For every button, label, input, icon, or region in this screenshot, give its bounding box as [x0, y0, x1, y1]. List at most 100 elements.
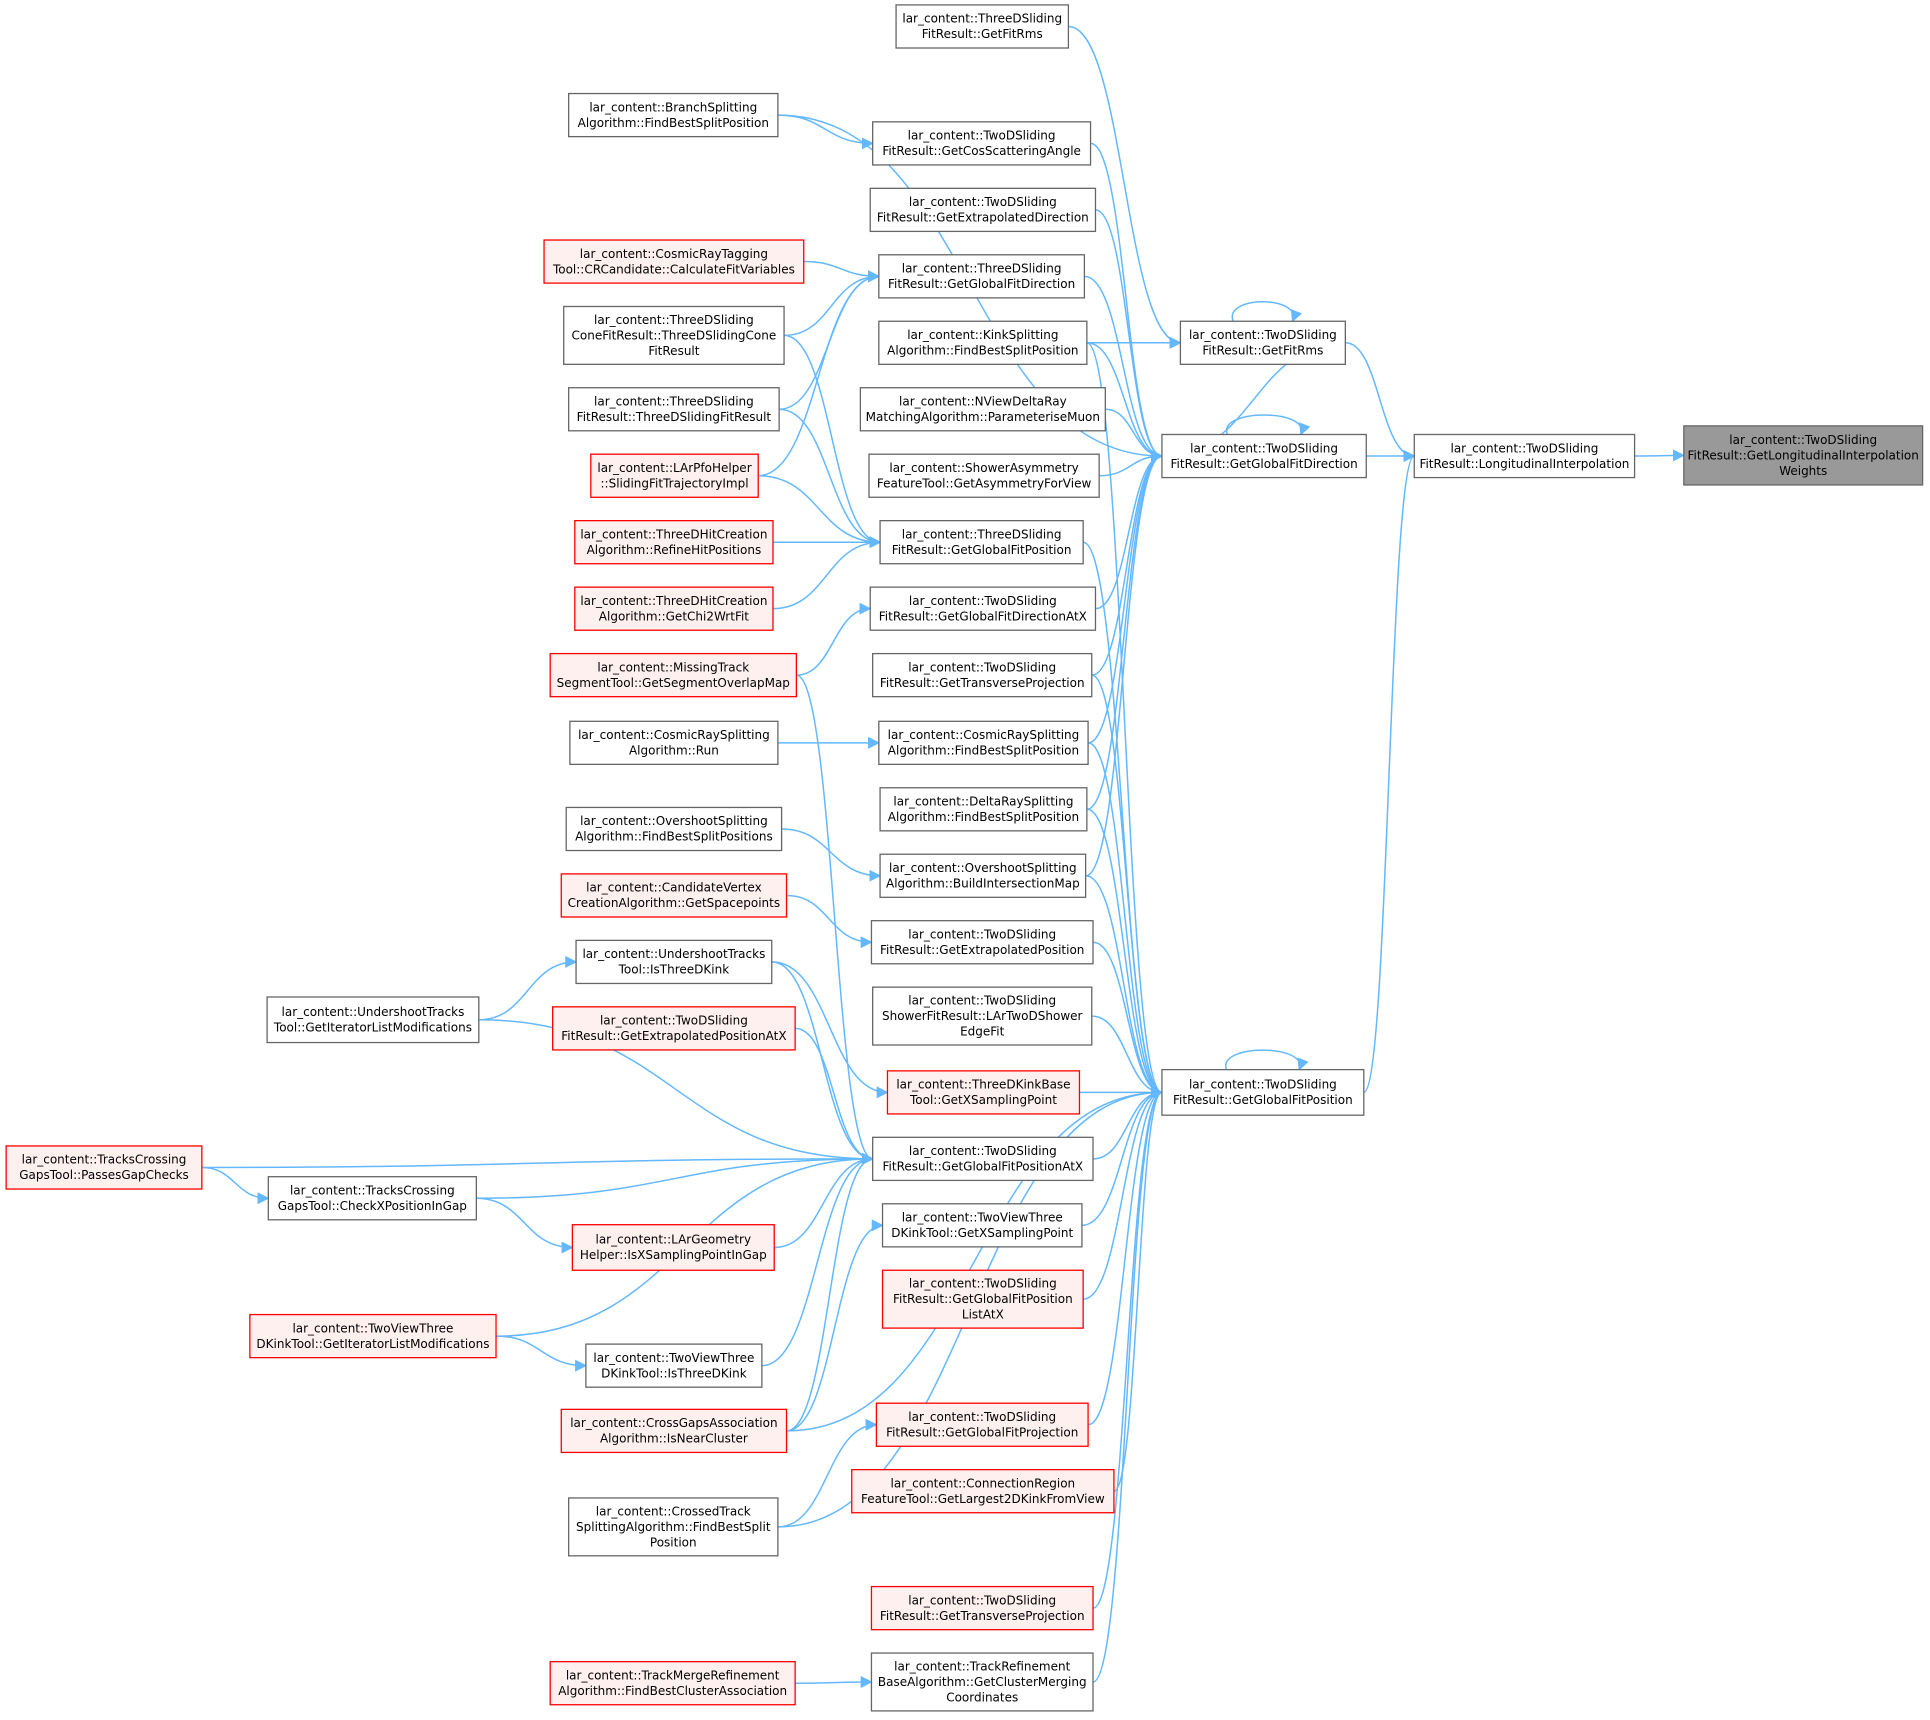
node-box	[872, 121, 1092, 166]
function-node[interactable]: lar_content::TracksCrossingGapsTool::Che…	[267, 1176, 477, 1221]
function-node[interactable]: lar_content::TwoViewThreeDKinkTool::GetI…	[249, 1313, 497, 1359]
function-node[interactable]: lar_content::TwoDSlidingShowerFitResult:…	[872, 986, 1093, 1046]
function-node[interactable]: lar_content::TwoDSlidingFitResult::GetGl…	[872, 1136, 1094, 1182]
node-label-line: FitResult::GetFitRms	[922, 27, 1043, 41]
function-node[interactable]: lar_content::OvershootSplittingAlgorithm…	[879, 853, 1087, 898]
call-edge	[779, 408, 882, 549]
node-label-line: lar_content::ConnectionRegion	[891, 1476, 1076, 1490]
call-edge	[795, 1027, 874, 1165]
function-node[interactable]: lar_content::TwoDSlidingFitResult::GetGl…	[869, 586, 1097, 631]
call-edge	[1092, 941, 1164, 1099]
node-label-line: Algorithm::FindBestClusterAssociation	[558, 1684, 787, 1698]
function-node[interactable]: lar_content::ThreeDSlidingConeFitResult:…	[563, 305, 785, 365]
function-node[interactable]: lar_content::TwoDSlidingFitResult::GetGl…	[881, 1269, 1084, 1329]
function-node[interactable]: lar_content::TwoDSlidingFitResult::GetEx…	[870, 920, 1094, 965]
function-node[interactable]: lar_content::ConnectionRegionFeatureTool…	[851, 1469, 1115, 1514]
function-node[interactable]: lar_content::ThreeDSlidingFitResult::Thr…	[568, 387, 780, 432]
function-node[interactable]: lar_content::TwoDSlidingFitResult::GetCo…	[872, 121, 1092, 166]
node-box	[267, 1176, 477, 1221]
node-box	[568, 92, 779, 138]
function-node[interactable]: lar_content::KinkSplittingAlgorithm::Fin…	[878, 320, 1088, 365]
function-node[interactable]: lar_content::TwoDSlidingFitResult::Longi…	[1413, 433, 1636, 479]
function-node[interactable]: lar_content::TwoViewThreeDKinkTool::IsTh…	[585, 1343, 763, 1388]
function-node[interactable]: lar_content::TrackMergeRefinementAlgorit…	[549, 1661, 796, 1706]
node-box	[868, 453, 1100, 498]
call-edge	[1085, 875, 1164, 1099]
function-node[interactable]: lar_content::TwoDSlidingFitResult::GetEx…	[869, 187, 1097, 233]
node-label-line: lar_content::TracksCrossing	[290, 1183, 455, 1197]
function-node[interactable]: lar_content::TwoDSlidingFitResult::GetFi…	[1179, 320, 1346, 365]
node-label-line: FitResult::GetTransverseProjection	[880, 676, 1085, 690]
node-box	[872, 986, 1093, 1046]
function-node[interactable]: lar_content::CosmicRaySplittingAlgorithm…	[569, 720, 779, 766]
node-label-line: CreationAlgorithm::GetSpacepoints	[568, 896, 780, 910]
node-box	[869, 586, 1097, 631]
node-label-line: lar_content::LArGeometry	[595, 1233, 751, 1247]
node-label-line: Algorithm::FindBestSplitPositions	[575, 830, 773, 844]
call-edge	[1226, 414, 1311, 436]
function-node[interactable]: lar_content::TwoViewThreeDKinkTool::GetX…	[881, 1203, 1083, 1248]
function-node[interactable]: lar_content::CrossedTrackSplittingAlgori…	[568, 1497, 779, 1557]
call-edge	[1095, 450, 1164, 610]
function-node[interactable]: lar_content::TrackRefinementBaseAlgorith…	[870, 1652, 1094, 1712]
call-edge	[777, 1418, 878, 1528]
node-box	[870, 920, 1094, 965]
node-label-line: lar_content::TwoDSliding	[600, 1014, 748, 1028]
call-edge	[1092, 1086, 1164, 1609]
node-box	[568, 1497, 779, 1557]
node-box	[895, 4, 1070, 49]
function-node[interactable]: lar_content::LArGeometryHelper::IsXSampl…	[571, 1224, 775, 1271]
node-label-line: FitResult::LongitudinalInterpolation	[1419, 457, 1629, 471]
node-label-line: SegmentTool::GetSegmentOverlapMap	[557, 676, 790, 690]
node-box	[574, 586, 774, 631]
function-node[interactable]: lar_content::LArPfoHelper::SlidingFitTra…	[590, 453, 759, 498]
node-box	[571, 1224, 775, 1271]
node-label-line: Algorithm::FindBestSplitPosition	[887, 344, 1078, 358]
function-node[interactable]: lar_content::CandidateVertexCreationAlgo…	[560, 873, 788, 918]
function-node[interactable]: lar_content::TwoDSlidingFitResult::GetGl…	[1161, 1068, 1365, 1116]
function-node[interactable]: lar_content::ThreeDSlidingFitResult::Get…	[879, 520, 1084, 565]
call-edge	[774, 1152, 874, 1249]
call-edge	[795, 1675, 873, 1688]
node-label-line: lar_content::ThreeDSliding	[902, 527, 1062, 541]
function-node[interactable]: lar_content::TwoDSlidingFitResult::GetGl…	[1161, 433, 1367, 479]
function-node[interactable]: lar_content::TwoDSlidingFitResult::GetTr…	[872, 652, 1093, 698]
function-node[interactable]: lar_content::CosmicRaySplittingAlgorithm…	[878, 720, 1089, 766]
node-box	[878, 320, 1088, 365]
function-node[interactable]: lar_content::UndershootTracksTool::GetIt…	[266, 996, 480, 1044]
node-label-line: FitResult::GetGlobalFitDirection	[888, 277, 1075, 291]
function-node[interactable]: lar_content::TwoDSlidingFitResult::GetEx…	[552, 1006, 796, 1051]
function-node[interactable]: lar_content::NViewDeltaRayMatchingAlgori…	[859, 387, 1106, 432]
call-nodes: lar_content::TwoDSlidingFitResult::GetLo…	[5, 4, 1924, 1712]
function-node[interactable]: lar_content::ThreeDHitCreationAlgorithm:…	[574, 586, 774, 631]
call-edges	[201, 25, 1686, 1688]
function-node[interactable]: lar_content::OvershootSplittingAlgorithm…	[565, 806, 783, 852]
node-box	[881, 1203, 1083, 1248]
node-box	[565, 806, 783, 852]
function-node[interactable]: lar_content::DeltaRaySplittingAlgorithm:…	[879, 787, 1088, 832]
node-box	[552, 1006, 796, 1051]
function-node[interactable]: lar_content::TwoDSlidingFitResult::GetLo…	[1683, 425, 1924, 486]
function-node[interactable]: lar_content::ShowerAsymmetryFeatureTool:…	[868, 453, 1100, 498]
call-edge	[784, 334, 882, 549]
call-edge	[803, 260, 881, 283]
node-label-line: Algorithm::GetChi2WrtFit	[599, 609, 750, 623]
node-label-line: Algorithm::Run	[629, 744, 719, 758]
function-node[interactable]: lar_content::TracksCrossingGapsTool::Pas…	[5, 1145, 203, 1190]
function-node[interactable]: lar_content::UndershootTracksTool::IsThr…	[575, 939, 773, 985]
function-node[interactable]: lar_content::TwoDSlidingFitResult::GetGl…	[875, 1402, 1089, 1447]
function-node[interactable]: lar_content::ThreeDKinkBaseTool::GetXSam…	[886, 1070, 1081, 1115]
function-node[interactable]: lar_content::BranchSplittingAlgorithm::F…	[568, 92, 779, 138]
function-node[interactable]: lar_content::ThreeDSlidingFitResult::Get…	[895, 4, 1070, 49]
function-node[interactable]: lar_content::TwoDSlidingFitResult::GetTr…	[870, 1585, 1094, 1631]
function-node[interactable]: lar_content::ThreeDHitCreationAlgorithm:…	[574, 520, 774, 565]
node-box	[872, 652, 1093, 698]
function-node[interactable]: lar_content::CrossGapsAssociationAlgorit…	[560, 1408, 788, 1454]
call-edge	[1084, 275, 1164, 462]
function-node[interactable]: lar_content::MissingTrackSegmentTool::Ge…	[549, 652, 798, 698]
function-node[interactable]: lar_content::CosmicRayTaggingTool::CRCan…	[543, 239, 805, 284]
node-label-line: lar_content::ShowerAsymmetry	[889, 461, 1078, 475]
node-label-line: lar_content::NViewDeltaRay	[899, 395, 1067, 409]
function-node[interactable]: lar_content::ThreeDSlidingFitResult::Get…	[878, 254, 1086, 299]
call-edge	[771, 961, 874, 1165]
